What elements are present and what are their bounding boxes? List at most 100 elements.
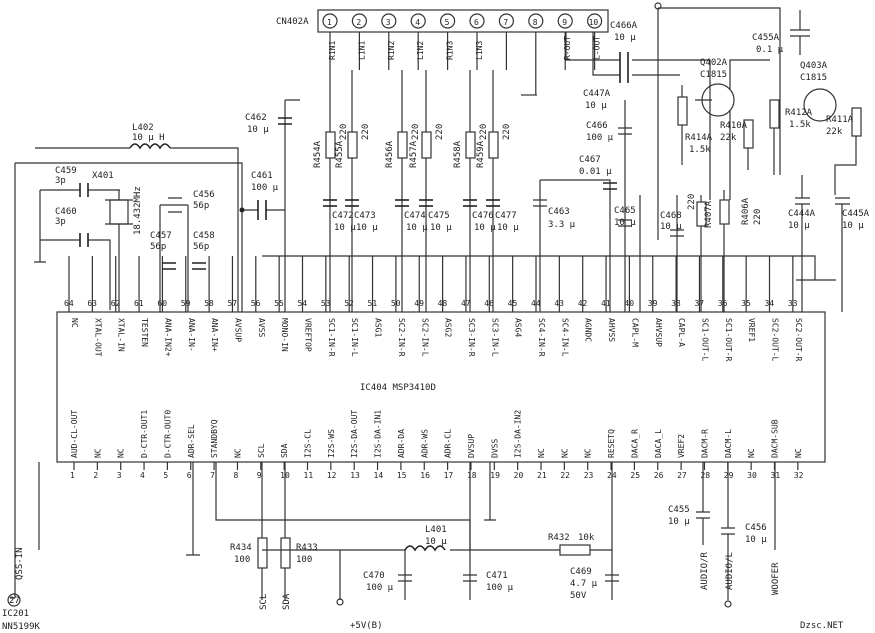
r434-ref: R434 [230,543,252,553]
audio-r-label: AUDIO/R [700,551,710,590]
c457-ref: C457 [150,231,172,241]
ic-pin-number: 49 [414,299,424,308]
c455a [790,10,810,55]
crystal-freq: 18.432MHz [133,186,143,235]
r432-ref: R432 [548,533,570,543]
connector-pin-number: 1 [327,18,332,27]
connector-pin-number: 9 [562,18,567,27]
r434 [257,537,268,569]
ic-pin-number: 12 [327,471,337,480]
c462-value: 10 μ [247,125,269,135]
connector-signal-label: L-OUT [593,36,602,60]
c470 [398,550,412,600]
ic-pin-name: DACM-SUB [771,419,780,458]
ic-pin-number: 58 [204,299,214,308]
ic-pin-number: 23 [584,471,594,480]
c456-wires [159,204,189,312]
c469-value: 4.7 μ [570,579,598,589]
c457-value: 56p [150,242,166,252]
c455a-value: 0.1 μ [756,45,784,55]
ic-pin-number: 37 [694,299,704,308]
r406a-ref: R406A [741,197,751,225]
ic-pin-number: 51 [368,299,378,308]
c465-ref: C465 [614,206,636,216]
ic-pin-name: SC4-IN-L [560,318,569,357]
ic-pin-name: I2S-DA-OUT [350,410,359,458]
ic-pin-number: 27 [677,471,687,480]
ic-pin-name: NC [560,448,569,458]
ic-pin-number: 22 [560,471,570,480]
ic-pin-number: 55 [274,299,284,308]
input-resistor [325,131,336,159]
connector-pin-circle [528,13,544,29]
ic-main-name: IC404 MSP3410D [360,383,436,393]
c456-ref: C456 [193,190,215,200]
connector-pin-circle [469,13,485,29]
ic-pin-number: 29 [724,471,734,480]
transistor-wires [658,7,781,200]
input-cap-value: 10 μ [497,223,519,233]
input-cap-ref: C473 [354,211,376,221]
ic-pin-name: VREF2 [677,434,686,458]
standby-wire [215,462,471,600]
connector-pin-number: 10 [589,18,599,27]
ic-pin-number: 47 [461,299,471,308]
c456b-value: 10 μ [745,535,767,545]
supply-label: +5V(B) [350,621,383,631]
l401-ref: L401 [425,525,447,535]
ic-pin-name: SC1-IN-R [327,318,336,357]
c468 [670,195,684,312]
c466-value: 100 μ [586,133,614,143]
r407a-value: 220 [687,194,697,210]
ic-pin-name: NC [93,448,102,458]
ic-pin-name: SC1-OUT-L [700,318,709,362]
input-resistor-value: 220 [339,124,349,140]
supply-terminal [654,2,662,10]
ic-pin-name: NC [747,448,756,458]
qss-in-wire [10,163,16,599]
input-resistor-ref: R459A [476,140,486,168]
c460-value: 3p [55,217,66,227]
r412a-ref: R412A [785,108,813,118]
input-resistor-value: 220 [361,124,371,140]
c456-marker [168,197,182,213]
input-resistor-value: 220 [411,124,421,140]
ic-pin-name: VREFTOP [304,318,313,352]
ic-pin-name: SC3-IN-R [467,318,476,357]
c465 [618,195,641,312]
input-cap-ref: C477 [495,211,517,221]
ic-pin-number: 20 [514,471,524,480]
ic-pin-number: 50 [391,299,401,308]
c468-value: 10 μ [660,222,682,232]
ic-pin-name: ASG4 [514,318,523,337]
ic-pin-name: AHVSS [607,318,616,342]
ic-pin-name: ANA-IN- [187,318,196,352]
ic-pin-name: XTAL-OUT [93,318,102,357]
ic-pin-name: AGNDC [584,318,593,342]
input-cap-value: 10 μ [334,223,356,233]
q403a-body [803,88,837,122]
c456b-ref: C456 [745,523,767,533]
ic-pin-name: I2S-CL [304,429,313,458]
input-resistor-value: 220 [435,124,445,140]
c470-ref: C470 [363,571,385,581]
c466-ref: C466 [586,121,608,131]
c458-value: 56p [193,242,209,252]
ic-pin-number: 28 [700,471,710,480]
ic-pin-number: 38 [671,299,681,308]
input-resistor [347,131,358,159]
c459-value: 3p [55,176,66,186]
c455a-ref: C455A [752,33,780,43]
connector-signal-label: L1N2 [416,41,425,60]
ic-pin-name: NC [70,318,79,328]
ic-pin-number: 52 [344,299,354,308]
ic-pin-name: ANA-IN2+ [163,318,172,357]
c467-ref: C467 [579,155,601,165]
ic-pin-name: ADR-WS [420,429,429,458]
c466a-value: 10 μ [614,33,636,43]
c462-ref: C462 [245,113,267,123]
r406-407-wires [700,190,725,312]
ic-pin-number: 3 [117,471,122,480]
